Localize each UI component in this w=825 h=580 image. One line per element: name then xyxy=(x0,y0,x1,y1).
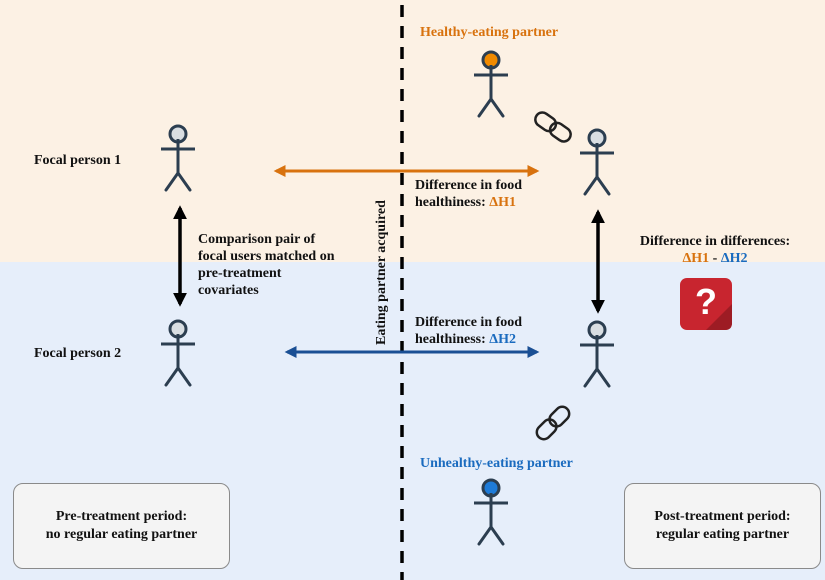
healthy-partner-label: Healthy-eating partner xyxy=(420,25,559,40)
eating-partner-acquired-label: Eating partner acquired xyxy=(374,200,389,345)
difference-h1-label: Difference in food healthiness: ΔH1 xyxy=(415,178,523,210)
difference-in-differences-label: Difference in differences: ΔH1 - ΔH2 xyxy=(639,234,791,266)
focal-person-2-icon xyxy=(159,319,197,387)
question-mark-icon: ? xyxy=(680,278,732,330)
comparison-pair-label: Comparison pair of focal users matched o… xyxy=(198,232,335,298)
chain-link-icon xyxy=(534,111,572,143)
pre-treatment-box: Pre-treatment period: no regular eating … xyxy=(13,483,230,569)
healthy-partner-icon xyxy=(472,50,510,118)
focal-person-1-icon xyxy=(159,124,197,192)
delta-h2: ΔH2 xyxy=(489,332,516,347)
focal-person-2-label: Focal person 2 xyxy=(34,346,122,361)
post-partner-top-band xyxy=(0,0,825,262)
svg-text:?: ? xyxy=(695,281,717,322)
post-treatment-box: Post-treatment period: regular eating pa… xyxy=(624,483,821,569)
difference-h2-label: Difference in food healthiness: ΔH2 xyxy=(415,315,523,347)
unhealthy-partner-icon xyxy=(472,478,510,546)
unhealthy-partner-label: Unhealthy-eating partner xyxy=(420,456,573,471)
focal-person-1-post-icon xyxy=(578,128,616,196)
delta-h1: ΔH1 xyxy=(489,195,516,210)
focal-person-2-post-icon xyxy=(578,320,616,388)
focal-person-1-label: Focal person 1 xyxy=(34,153,122,168)
